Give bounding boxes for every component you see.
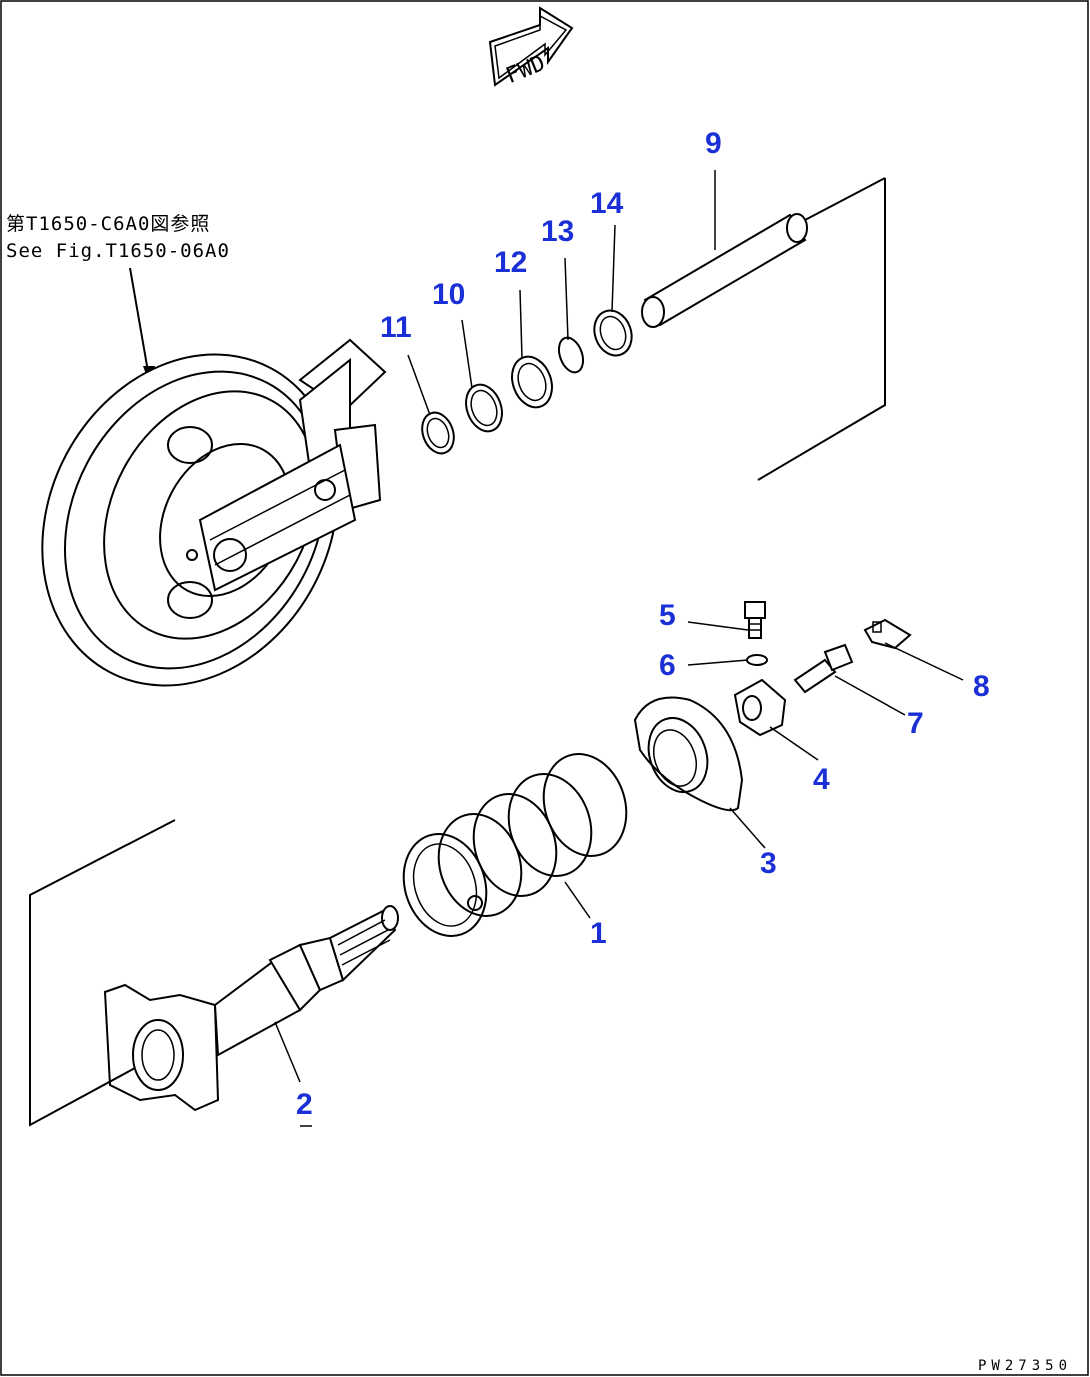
callout-3: 3 [760, 847, 777, 880]
callout-6: 6 [659, 649, 676, 682]
callout-13: 13 [541, 215, 574, 248]
leader-lines [274, 170, 964, 1127]
part-11-snap-ring [421, 411, 455, 455]
idler-wheel [41, 338, 387, 687]
callout-1: 1 [590, 917, 607, 950]
part-12-seal [511, 355, 553, 409]
part-7-grease-fitting [793, 643, 854, 694]
part-8-cap [863, 618, 912, 650]
part-4-nut [733, 678, 787, 737]
part-9-shaft [641, 177, 886, 328]
callout-4: 4 [813, 763, 830, 796]
fwd-arrow-icon: FWD [488, 6, 574, 89]
part-14-ring [593, 309, 633, 357]
callout-14: 14 [590, 187, 624, 220]
callout-8: 8 [973, 670, 990, 703]
callout-2: 2 [296, 1088, 313, 1121]
assembly-guideline-lower [29, 819, 176, 1127]
part-13-plate [557, 336, 585, 374]
part-10-ring [465, 383, 503, 433]
part-6-washer [746, 654, 768, 666]
part-2-cylinder [103, 905, 399, 1112]
callout-11: 11 [380, 311, 412, 344]
callout-12: 12 [494, 246, 527, 279]
part-1-recoil-spring [402, 753, 628, 937]
callout-7: 7 [907, 707, 924, 740]
reference-leader [129, 267, 151, 384]
callout-10: 10 [432, 278, 465, 311]
drawing-number: PW27350 [978, 1358, 1072, 1374]
part-5-bolt [744, 601, 766, 639]
reference-note-jp: 第T1650-C6A0図参照 [6, 213, 210, 235]
fwd-label: FWD [503, 51, 549, 89]
reference-note-en: See Fig.T1650-06A0 [6, 240, 230, 262]
callout-5: 5 [659, 599, 676, 632]
callout-9: 9 [705, 127, 722, 160]
part-3-holder [633, 696, 744, 812]
assembly-guideline-upper [757, 178, 886, 481]
